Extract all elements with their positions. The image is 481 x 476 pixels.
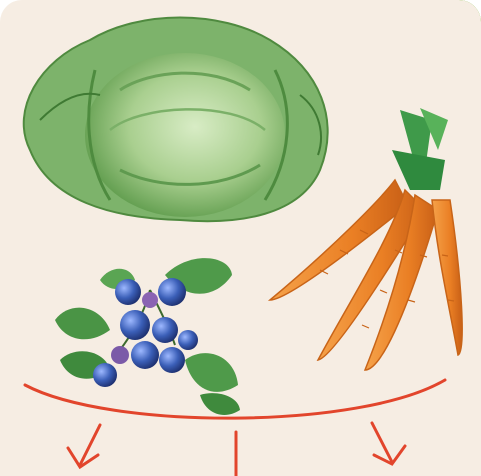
blueberries-icon [55, 258, 240, 415]
branch-arrows [25, 380, 445, 476]
cabbage-icon [24, 18, 328, 222]
